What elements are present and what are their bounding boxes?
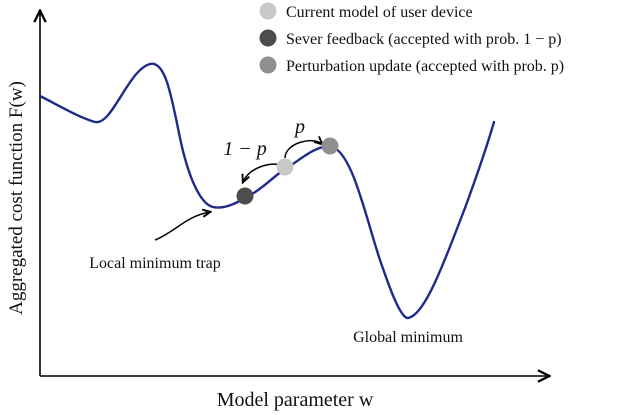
perturbation-update-point — [321, 137, 339, 155]
arc-label-1-p: 1 − p — [223, 138, 267, 160]
current-model-point — [276, 158, 294, 176]
legend-swatch-perturbation — [259, 56, 277, 74]
server-feedback-point — [236, 187, 254, 205]
legend: Current model of user device Sever feedb… — [259, 2, 564, 75]
global-minimum-label: Global minimum — [353, 329, 463, 346]
x-axis-label: Model parameter w — [217, 389, 374, 411]
legend-label-server-feedback: Sever feedback (accepted with prob. 1 − … — [286, 31, 562, 48]
legend-label-perturbation: Perturbation update (accepted with prob.… — [286, 58, 564, 75]
legend-swatch-current-model — [259, 2, 277, 20]
y-axis-label: Aggregated cost function F(w) — [6, 81, 27, 315]
local-minimum-pointer — [154, 212, 210, 241]
legend-swatch-server-feedback — [259, 29, 277, 47]
arc-label-p: p — [293, 116, 305, 138]
arc-arrow-p — [284, 141, 322, 159]
legend-label-current-model: Current model of user device — [286, 4, 473, 21]
cost-function-curve — [38, 62, 496, 320]
local-minimum-label: Local minimum trap — [89, 255, 221, 272]
